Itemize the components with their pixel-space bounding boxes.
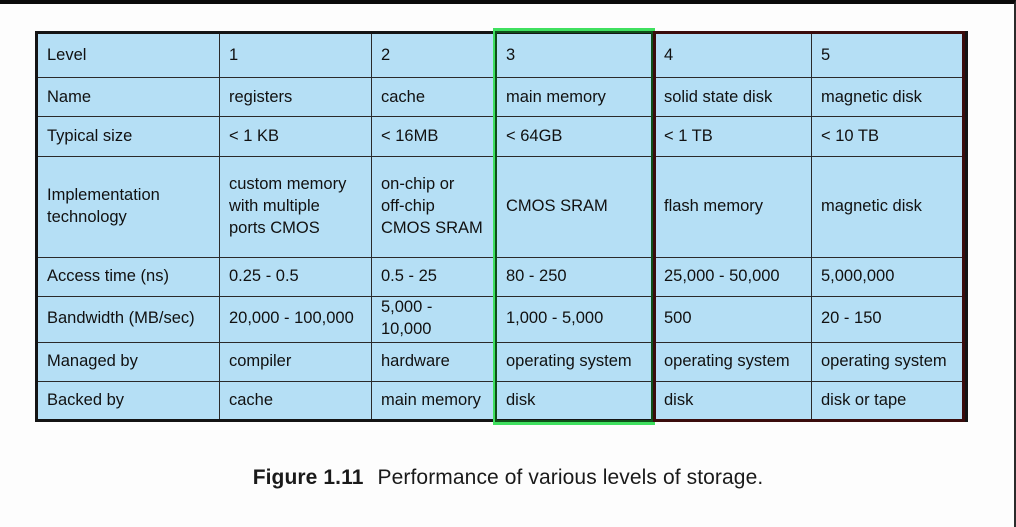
cell-level-5: 5 [811,31,967,79]
cell-implementation-5: magnetic disk [811,155,967,258]
table-row: Bandwidth (MB/sec) 20,000 - 100,000 5,00… [36,295,967,343]
cell-implementation-2: on-chip or off-chip CMOS SRAM [371,155,497,258]
cell-bandwidth-1: 20,000 - 100,000 [219,295,372,343]
cell-typical-size-3: < 64GB [496,116,655,157]
cell-access-time-5: 5,000,000 [811,256,967,297]
row-label-typical-size: Typical size [36,116,220,157]
cell-bandwidth-5: 20 - 150 [811,295,967,343]
table-row: Managed by compiler hardware operating s… [36,341,967,382]
cell-level-1: 1 [219,31,372,79]
cell-managed-by-2: hardware [371,341,497,382]
cell-managed-by-3: operating system [496,341,655,382]
cell-typical-size-1: < 1 KB [219,116,372,157]
cell-bandwidth-4: 500 [654,295,812,343]
table-row: Name registers cache main memory solid s… [36,77,967,118]
cell-implementation-1: custom memory with multiple ports CMOS [219,155,372,258]
cell-typical-size-5: < 10 TB [811,116,967,157]
row-label-managed-by: Managed by [36,341,220,382]
row-label-level: Level [36,31,220,79]
table-row: Access time (ns) 0.25 - 0.5 0.5 - 25 80 … [36,256,967,297]
cell-managed-by-5: operating system [811,341,967,382]
figure-caption-label: Figure 1.11 [252,466,364,489]
cell-name-2: cache [371,77,497,118]
cell-implementation-4: flash memory [654,155,812,258]
row-label-bandwidth: Bandwidth (MB/sec) [36,295,220,343]
cell-access-time-4: 25,000 - 50,000 [654,256,812,297]
storage-performance-table: Level 1 2 3 4 5 Name registers cache mai… [35,31,968,422]
cell-backed-by-1: cache [219,380,372,422]
cell-name-3: main memory [496,77,655,118]
cell-level-2: 2 [371,31,497,79]
cell-name-4: solid state disk [654,77,812,118]
cell-typical-size-2: < 16MB [371,116,497,157]
table-row: Typical size < 1 KB < 16MB < 64GB < 1 TB… [36,116,967,157]
cell-backed-by-5: disk or tape [811,380,967,422]
cell-managed-by-1: compiler [219,341,372,382]
cell-managed-by-4: operating system [654,341,812,382]
row-label-backed-by: Backed by [36,380,220,422]
table-row: Implementation technology custom memory … [36,155,967,258]
cell-access-time-3: 80 - 250 [496,256,655,297]
cell-backed-by-2: main memory [371,380,497,422]
cell-backed-by-3: disk [496,380,655,422]
cell-name-5: magnetic disk [811,77,967,118]
cell-name-1: registers [219,77,372,118]
row-label-name: Name [36,77,220,118]
table-row: Level 1 2 3 4 5 [36,31,967,79]
cell-typical-size-4: < 1 TB [654,116,812,157]
figure-caption: Figure 1.11 Performance of various levels… [0,466,1016,490]
figure-caption-text: Performance of various levels of storage… [377,466,764,489]
table-row: Backed by cache main memory disk disk di… [36,380,967,422]
cell-backed-by-4: disk [654,380,812,422]
cell-level-3: 3 [496,31,655,79]
cell-access-time-2: 0.5 - 25 [371,256,497,297]
row-label-access-time: Access time (ns) [36,256,220,297]
cell-bandwidth-2: 5,000 - 10,000 [371,295,497,343]
row-label-implementation-technology: Implementation technology [36,155,220,258]
cell-access-time-1: 0.25 - 0.5 [219,256,372,297]
cell-bandwidth-3: 1,000 - 5,000 [496,295,655,343]
cell-level-4: 4 [654,31,812,79]
cell-implementation-3: CMOS SRAM [496,155,655,258]
